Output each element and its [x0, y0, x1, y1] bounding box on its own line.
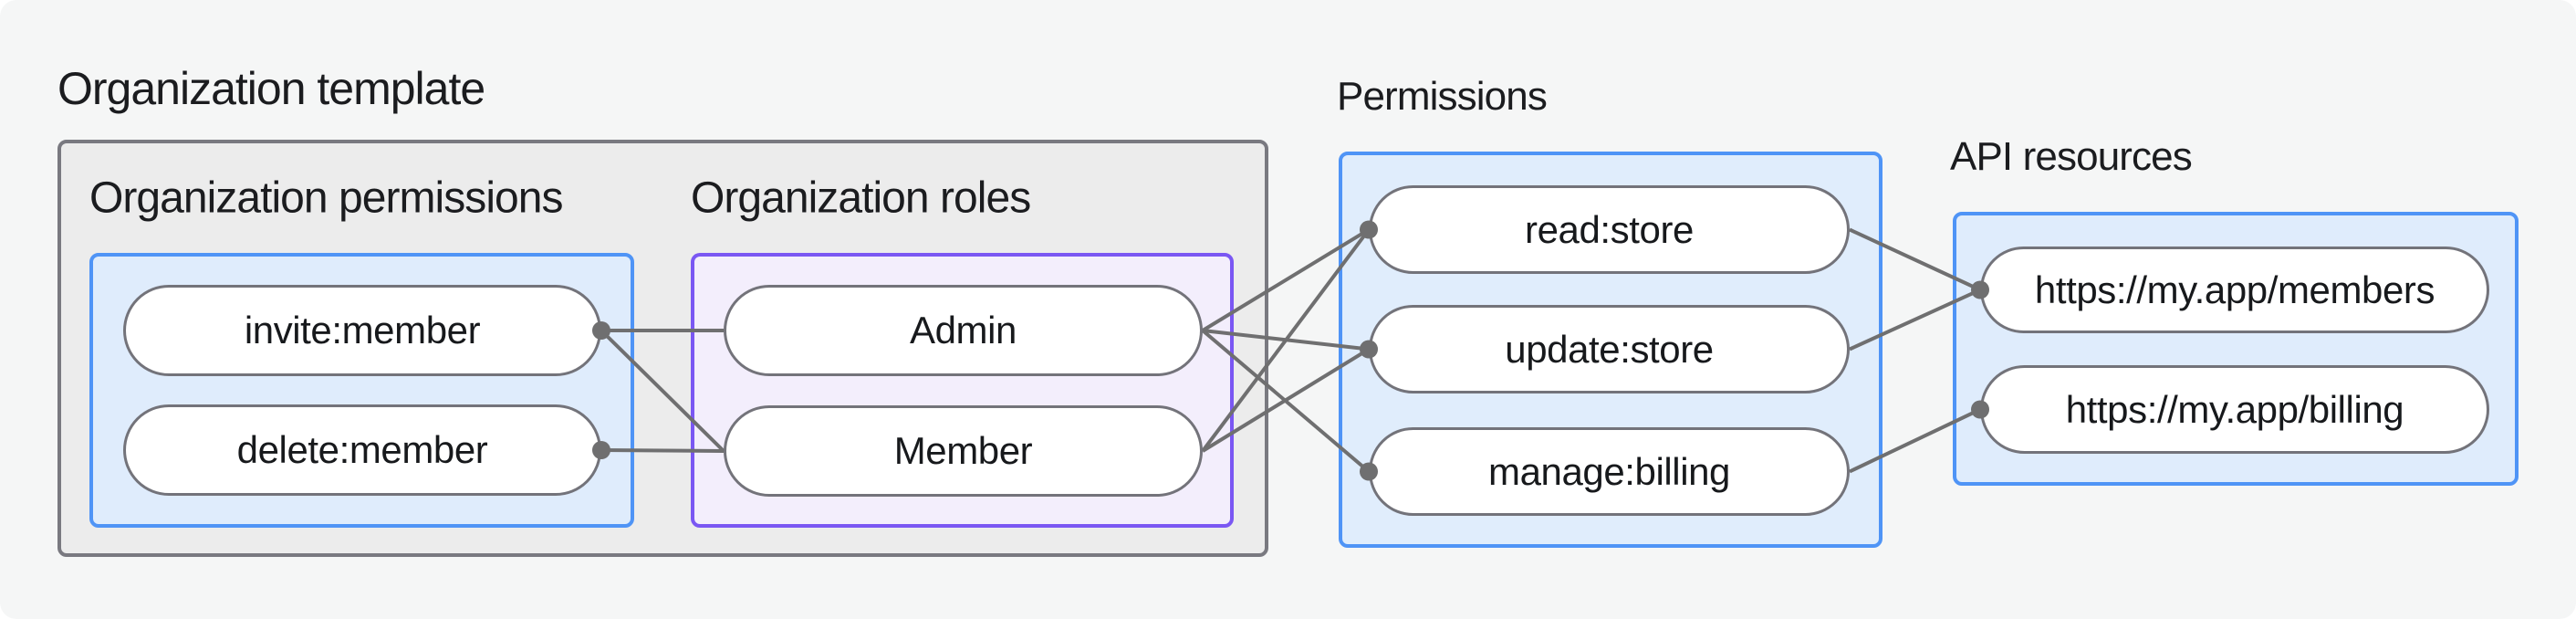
node-members-api-url: https://my.app/members	[1980, 247, 2489, 333]
node-update-store: update:store	[1369, 305, 1850, 393]
node-member-role: Member	[724, 405, 1203, 497]
diagram-title: Organization template	[57, 63, 485, 114]
node-label: update:store	[1505, 327, 1714, 371]
node-admin-role: Admin	[724, 285, 1203, 376]
node-label: delete:member	[236, 428, 488, 471]
api-resources-heading: API resources	[1950, 134, 2193, 179]
node-label: read:store	[1525, 207, 1694, 251]
node-label: Admin	[910, 309, 1017, 351]
node-delete-member: delete:member	[123, 404, 601, 496]
node-label: manage:billing	[1488, 449, 1730, 493]
organization-permissions-heading: Organization permissions	[89, 173, 563, 223]
node-billing-api-url: https://my.app/billing	[1980, 365, 2489, 454]
node-label: https://my.app/members	[2034, 268, 2435, 311]
node-label: https://my.app/billing	[2065, 387, 2404, 431]
node-invite-member: invite:member	[123, 285, 601, 376]
node-label: invite:member	[244, 309, 481, 351]
node-read-store: read:store	[1369, 185, 1850, 274]
permissions-heading: Permissions	[1337, 74, 1548, 119]
node-manage-billing: manage:billing	[1369, 427, 1850, 516]
node-label: Member	[893, 429, 1033, 472]
organization-roles-heading: Organization roles	[691, 173, 1031, 223]
